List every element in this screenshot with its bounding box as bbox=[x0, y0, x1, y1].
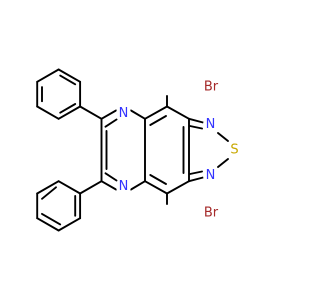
atom-label-layer: N N Br Br N N S bbox=[116, 79, 242, 221]
bond-inner bbox=[41, 212, 62, 226]
atom-label-bromine: Br bbox=[204, 79, 219, 94]
atom-bg bbox=[203, 117, 218, 132]
bond bbox=[166, 105, 190, 120]
bond bbox=[130, 180, 146, 191]
atom-label-bromine: Br bbox=[204, 206, 219, 221]
bond bbox=[57, 105, 82, 120]
bond bbox=[217, 132, 229, 142]
bond bbox=[188, 117, 204, 124]
bond bbox=[144, 180, 168, 195]
bond-layer bbox=[36, 68, 229, 232]
bond-inner bbox=[59, 74, 77, 86]
bond bbox=[144, 105, 168, 120]
bond bbox=[57, 180, 82, 195]
atom-label-nitrogen: N bbox=[206, 168, 216, 183]
bond bbox=[36, 217, 60, 232]
atom-label-nitrogen: N bbox=[206, 117, 216, 132]
bond bbox=[79, 105, 103, 120]
bond bbox=[36, 105, 60, 120]
bond bbox=[130, 109, 146, 120]
bond bbox=[217, 158, 229, 168]
atom-bg bbox=[116, 106, 131, 121]
bond bbox=[79, 180, 103, 195]
bond-inner bbox=[149, 174, 167, 185]
bond bbox=[100, 109, 117, 120]
bond-inner bbox=[104, 172, 118, 182]
atom-bg bbox=[116, 179, 131, 194]
atom-label-sulfur: S bbox=[230, 143, 238, 158]
atom-label-nitrogen: N bbox=[119, 106, 129, 121]
bond bbox=[57, 217, 82, 232]
bond bbox=[188, 176, 204, 183]
bond bbox=[36, 180, 60, 195]
bond-inner bbox=[189, 125, 203, 130]
bond-inner bbox=[149, 115, 167, 126]
atom-bg bbox=[203, 168, 218, 183]
bond-inner bbox=[189, 170, 203, 175]
atom-label-nitrogen: N bbox=[119, 179, 129, 194]
bond-inner bbox=[41, 186, 57, 200]
bond bbox=[36, 68, 60, 83]
bond bbox=[57, 68, 82, 83]
atom-bg bbox=[227, 142, 242, 158]
molecule-structure-diagram: N N Br Br N N S bbox=[36, 68, 242, 232]
bond bbox=[100, 180, 117, 191]
bond bbox=[166, 180, 190, 195]
bond-inner bbox=[59, 103, 77, 114]
bond-inner bbox=[104, 118, 118, 128]
